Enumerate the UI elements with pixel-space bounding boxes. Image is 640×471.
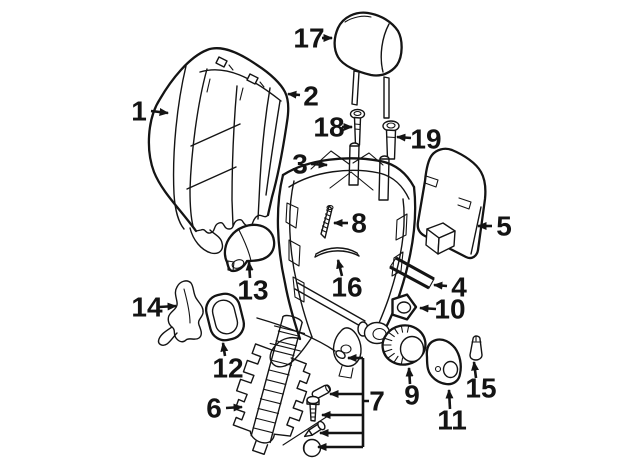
callout-17-label: 17: [293, 23, 324, 54]
callout-19: 19: [396, 124, 442, 155]
callout-7-bracket: [317, 354, 369, 451]
bracket-14-drawing: [157, 280, 204, 346]
callout-8: 8: [333, 208, 367, 239]
callout-11: 11: [437, 389, 467, 436]
callout-15-label: 15: [465, 373, 496, 404]
seal-ring-drawing: [204, 292, 246, 342]
headrest-guide-right-drawing: [382, 120, 400, 160]
callout-2-label: 2: [303, 81, 319, 112]
screw-drawing: [320, 204, 334, 239]
callout-15: 15: [465, 361, 497, 404]
callout-7-label: 7: [369, 386, 385, 417]
callout-17: 17: [293, 23, 333, 54]
callout-10-label: 10: [434, 294, 465, 325]
callout-18: 18: [313, 112, 353, 143]
callout-4: 4: [433, 272, 467, 303]
side-cover-drawing: [425, 338, 462, 386]
callout-18-label: 18: [313, 112, 344, 143]
lumbar-support-drawing: [232, 314, 311, 455]
callout-1: 1: [131, 96, 169, 127]
callout-2: 2: [287, 81, 319, 112]
cap-drawing: [469, 335, 483, 361]
callout-5: 5: [477, 211, 512, 242]
callout-5-label: 5: [496, 211, 512, 242]
callout-7: 7: [369, 386, 385, 417]
callout-6-label: 6: [206, 393, 222, 424]
callout-13-label: 13: [237, 275, 268, 306]
adjuster-knob-drawing: [381, 324, 427, 366]
callout-16: 16: [331, 259, 363, 303]
callout-13: 13: [237, 261, 269, 306]
callout-11-label: 11: [437, 405, 467, 436]
strip-drawing: [389, 256, 435, 290]
seat-back-cover-drawing: [147, 47, 290, 255]
callout-9-label: 9: [404, 380, 420, 411]
callout-12: 12: [212, 342, 244, 384]
retaining-wire-drawing: [314, 247, 360, 258]
adjuster-knob-small-drawing: [391, 293, 418, 321]
callout-10: 10: [419, 294, 466, 325]
bracket-13-drawing: [223, 223, 276, 273]
callout-4-label: 4: [451, 272, 467, 303]
headrest-guide-left-drawing: [349, 108, 366, 146]
trim-panel-drawing: [416, 147, 487, 260]
callout-16-label: 16: [331, 272, 362, 303]
callout-9: 9: [404, 367, 420, 411]
callout-12-label: 12: [212, 353, 243, 384]
callout-14-label: 14: [131, 292, 163, 323]
callout-6: 6: [206, 393, 243, 424]
callout-14: 14: [131, 292, 177, 323]
callout-8-label: 8: [351, 208, 367, 239]
hardware-group-drawing: [282, 384, 332, 458]
callout-3: 3: [292, 149, 328, 180]
callout-3-label: 3: [292, 149, 308, 180]
callout-1-label: 1: [131, 96, 147, 127]
callout-19-label: 19: [410, 124, 441, 155]
headrest-drawing: [333, 11, 403, 119]
